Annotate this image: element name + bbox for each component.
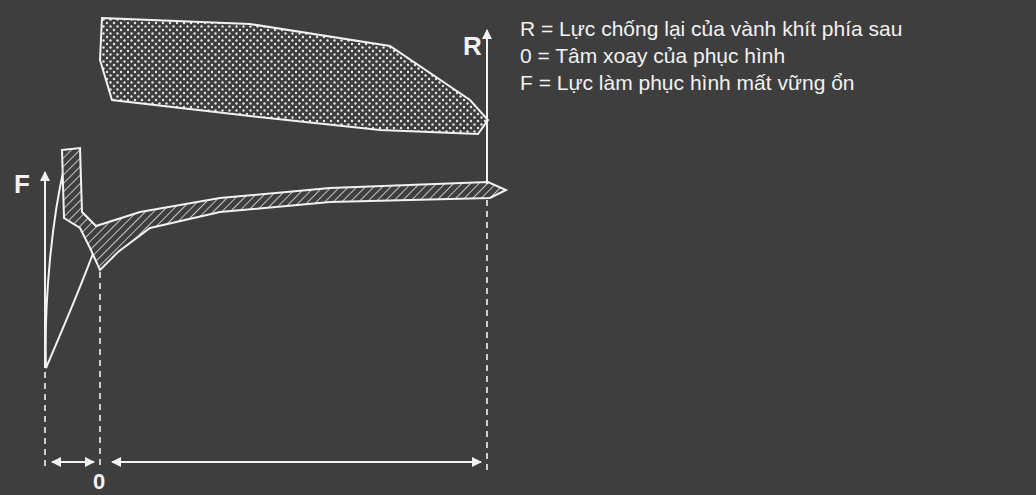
center-label: 0 — [93, 470, 105, 494]
force-letter: F — [14, 170, 30, 199]
legend-line: 0 = Tâm xoay của phục hình — [520, 44, 785, 67]
dimension-arrow — [112, 461, 481, 463]
legend-line: F = Lực làm phục hình mất vững ổn — [520, 71, 855, 94]
force-arrow — [486, 30, 488, 184]
stippled-body — [100, 18, 488, 134]
legend-line: R = Lực chống lại của vành khít phía sau — [520, 17, 902, 40]
force-letter: R — [463, 32, 482, 61]
force-arrow — [44, 172, 46, 368]
guide-lines — [45, 200, 487, 470]
hatched-framework — [62, 148, 506, 270]
dimension-arrow — [52, 461, 94, 463]
